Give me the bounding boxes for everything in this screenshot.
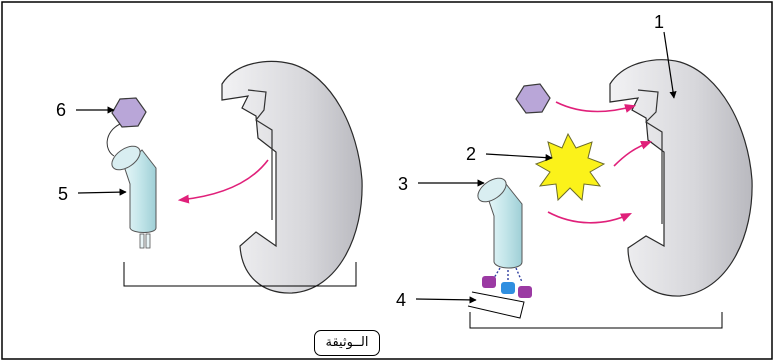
bracket-left [123,262,357,287]
inhaler-right [477,177,523,283]
pointer-1 [663,31,677,99]
tether-line [106,123,121,157]
label-1: 1 [654,12,664,32]
left-panel [106,60,363,294]
particle-purple-1 [482,276,496,288]
pointer-2 [485,153,553,162]
bracket-right [469,312,723,329]
pointer-5 [77,188,127,196]
receptor-shape-right [609,59,753,297]
particle-blue [501,282,515,294]
label-6: 6 [56,100,66,120]
receptor-site-right [637,89,663,224]
label-4: 4 [396,290,406,310]
label-2: 2 [466,144,476,164]
receptor-site-left [247,89,273,220]
label-5: 5 [58,184,68,204]
right-panel [467,59,753,329]
document-caption: الــوثيقة [314,330,380,356]
label-3: 3 [398,174,408,194]
arrow-burst-to-receptor [613,140,653,167]
particles-group [467,276,532,319]
particle-purple-2 [518,286,532,298]
arrow-inhaler-to-receptor [547,211,633,224]
pointer-4 [415,296,477,304]
ligand-hexagon-right [515,83,551,114]
inhaler-left [111,145,157,249]
release-arrow [177,159,269,204]
arrow-ligand-to-receptor [555,101,637,113]
callouts: 1 2 3 4 5 6 [56,12,677,310]
